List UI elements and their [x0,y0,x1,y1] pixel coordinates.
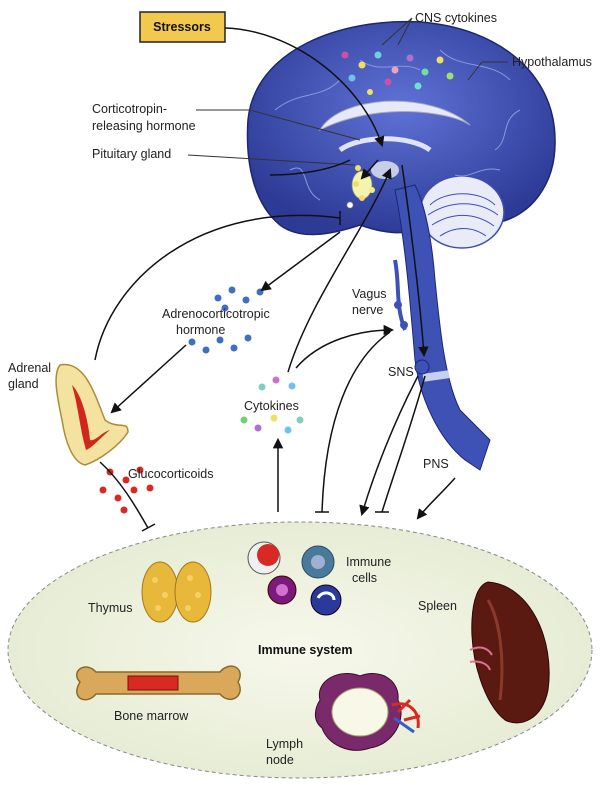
cytokines-label: Cytokines [244,399,299,413]
glucocorticoids-label: Glucocorticoids [128,467,213,481]
adrenal-label-line2: gland [8,377,39,391]
sns-ganglion [415,360,429,374]
acth-label-line2: hormone [176,323,225,337]
crh-label-line1: Corticotropin- [92,102,167,116]
sns-label: SNS [388,365,414,379]
vagus-nerve [395,260,405,330]
lymph-node-label-line2: node [266,753,294,767]
pns-label: PNS [423,457,449,471]
vagus-label-line2: nerve [352,303,383,317]
stressors-box: Stressors [140,12,225,42]
immune-system-label: Immune system [258,643,352,657]
crh-label-line2: releasing hormone [92,119,196,133]
bone-marrow-label: Bone marrow [114,709,189,723]
immune-cells-label-line2: cells [352,571,377,585]
adrenal-gland [56,365,128,465]
cns-cytokines-label: CNS cytokines [415,11,497,25]
acth-label-line1: Adrenocorticotropic [162,307,270,321]
immune-cells-label-line1: Immune [346,555,391,569]
thymus-label: Thymus [88,601,132,615]
hypothalamus-label: Hypothalamus [512,55,592,69]
pituitary-label: Pituitary gland [92,147,171,161]
vagus-label-line1: Vagus [352,287,387,301]
spleen-label: Spleen [418,599,457,613]
stressors-label: Stressors [153,20,211,34]
lymph-node-label-line1: Lymph [266,737,303,751]
adrenal-label-line1: Adrenal [8,361,51,375]
